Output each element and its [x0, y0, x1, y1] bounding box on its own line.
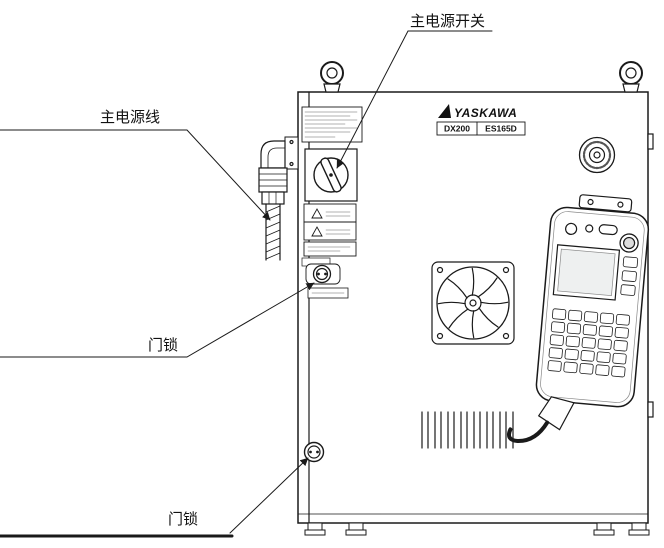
- callout-main-power-switch-label: 主电源开关: [410, 13, 485, 30]
- eyebolt-right: [619, 61, 643, 93]
- callout-door-lock-lower-leader: [229, 457, 309, 534]
- callout-door-lock-upper-label: 门锁: [148, 337, 178, 354]
- callout-main-power-cable-label: 主电源线: [100, 109, 160, 126]
- callout-main-power-cable-leader: [0, 129, 271, 221]
- door-lock-upper[interactable]: [305, 263, 349, 299]
- teach-pendant: [506, 194, 650, 444]
- callout-door-lock-lower-label: 门锁: [168, 511, 198, 528]
- brand-logo: YASKAWA: [438, 104, 517, 120]
- cooling-fan: [431, 261, 515, 345]
- pendant-screen: [552, 244, 621, 301]
- hinge-tab: [647, 133, 654, 150]
- model-plate: DX200 ES165D: [436, 121, 526, 136]
- rating-plate: [301, 106, 363, 143]
- pendant-mode-selector[interactable]: [598, 224, 618, 236]
- warning-labels: [301, 203, 357, 267]
- hinge-tab: [647, 401, 654, 418]
- warning-triangle-icon: [311, 226, 323, 237]
- door-lock-lower[interactable]: [303, 441, 325, 463]
- warning-triangle-icon: [311, 208, 323, 219]
- cabinet-feet: [304, 522, 650, 536]
- brand-name: YASKAWA: [454, 106, 517, 120]
- main-power-cable: [258, 136, 299, 261]
- pendant-keypad[interactable]: [547, 308, 631, 378]
- callout-door-lock-upper-leader: [0, 282, 315, 358]
- pendant-lamp: [565, 222, 578, 236]
- pendant-hanger: [578, 194, 633, 213]
- pendant-lamp: [585, 224, 594, 233]
- yaskawa-triangle-icon: [438, 104, 451, 118]
- emergency-stop-button[interactable]: [578, 136, 616, 174]
- pendant-cable: [506, 396, 575, 444]
- model-type: ES165D: [485, 124, 517, 134]
- callout-main-power-switch-leader: [336, 30, 493, 169]
- pendant-side-keys[interactable]: [620, 256, 639, 296]
- ventilation-slots: [421, 411, 514, 449]
- eyebolt-left: [320, 61, 344, 93]
- pendant-emergency-stop[interactable]: [619, 233, 639, 253]
- model-series: DX200: [444, 124, 470, 134]
- main-power-switch[interactable]: [304, 148, 358, 202]
